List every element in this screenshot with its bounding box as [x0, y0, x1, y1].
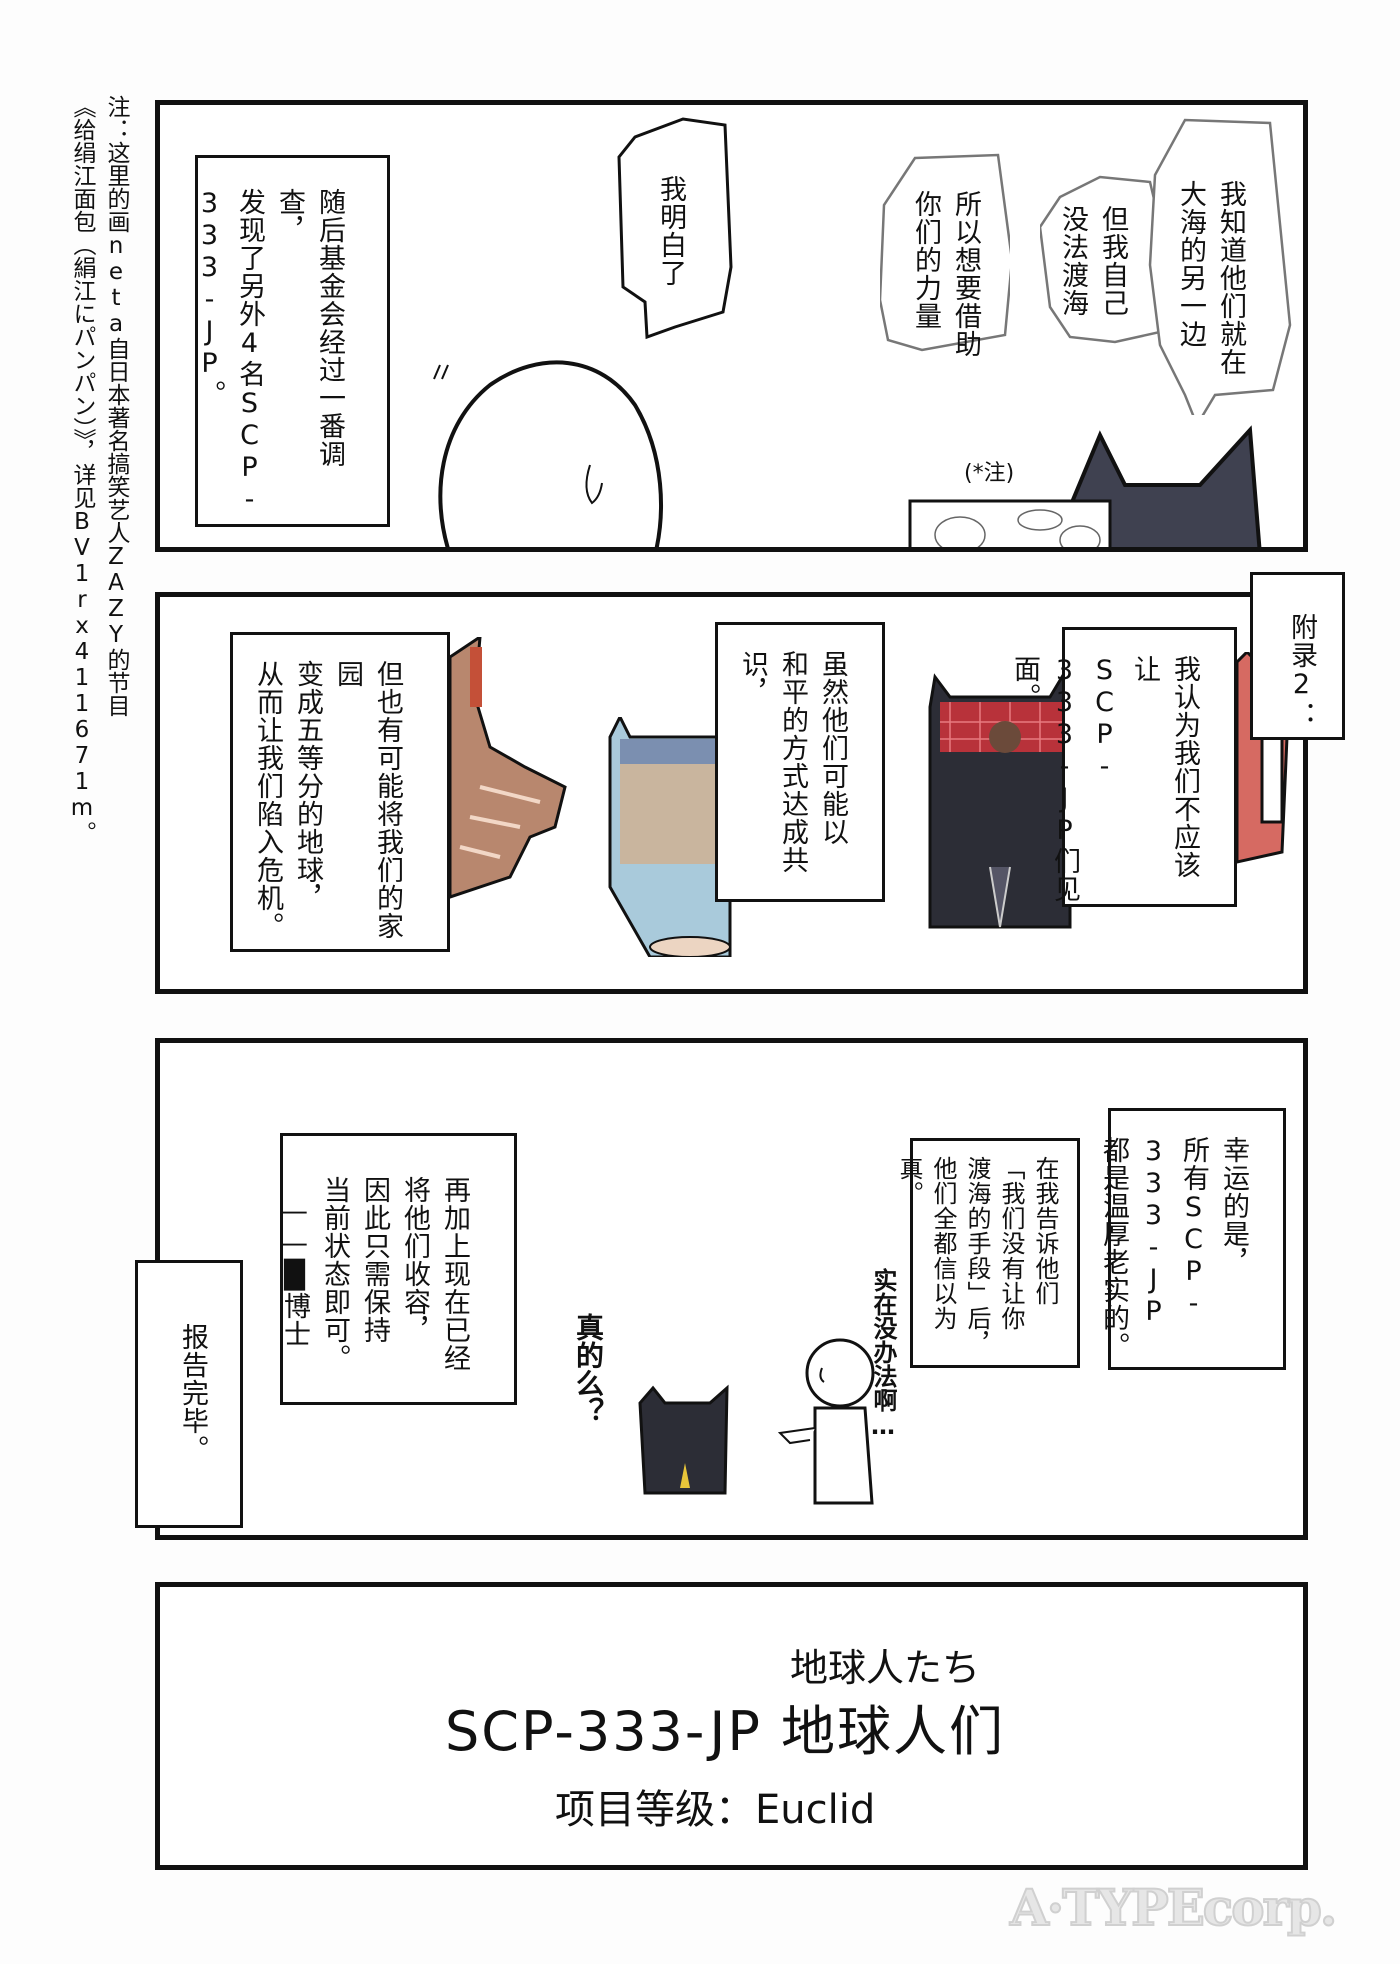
caption-line: 渡海的手段」后，	[963, 1156, 991, 1356]
speech-bubble-borrow	[880, 153, 1010, 352]
panel2-caption-middle: 虽然他们可能以 和平的方式达成共识，	[715, 622, 885, 902]
report-end-box: 报告完毕。	[135, 1260, 243, 1528]
dark-cat-small	[638, 1384, 729, 1495]
report-end-text: 报告完毕。	[177, 1323, 208, 1463]
caption-line: 和平的方式达成共识，	[737, 650, 808, 874]
caption-line: 随后基金会经过一番调查，	[274, 188, 345, 468]
panel3-caption-told: 在我告诉他们 「我们没有让你 渡海的手段」后， 他们全都信以为真。	[895, 1138, 1080, 1368]
redacted-name: █	[279, 1260, 310, 1292]
caption-line: 从而让我们陷入危机。	[252, 660, 283, 940]
side-note-line-2: 《给绢江面包（絹江にパンパン）》，详见BV1rx411671m。	[69, 95, 95, 844]
caption-line: 但也有可能将我们的家园	[332, 660, 403, 940]
appendix-label: 附录2：	[1286, 613, 1317, 729]
japanese-title: 地球人たち	[790, 1646, 981, 1690]
caption-line: SCP-333-JP们见面。	[1009, 655, 1120, 903]
note-marker: (*注)	[964, 461, 1015, 486]
signature-dash: ——	[279, 1196, 310, 1260]
speech-no-way: 实在没办法啊…	[869, 1268, 897, 1440]
caption-line: 因此只需保持	[359, 1176, 390, 1344]
speech-bubble-other-side	[1148, 118, 1292, 415]
caption-line: 变成五等分的地球，	[292, 660, 323, 912]
caption-line: 将他们收容，	[399, 1176, 430, 1344]
caption-line: 我认为我们不应该让	[1129, 655, 1200, 879]
bubble-line: 你们的力量	[910, 190, 941, 330]
bubble-line: 但我自己	[1097, 205, 1128, 317]
caption-line: 所有SCP-333-JP	[1138, 1136, 1209, 1328]
signature-title: 博士	[279, 1292, 310, 1348]
blue-character	[608, 717, 732, 957]
bubble-line: 没法渡海	[1057, 205, 1088, 317]
panel1-caption: 随后基金会经过一番调查， 发现了另外4名SCP-333-JP。	[194, 155, 390, 527]
brown-character	[450, 637, 567, 899]
panel3-caption-lucky: 幸运的是， 所有SCP-333-JP 都是温厚老实的。	[1098, 1108, 1286, 1370]
panel2-caption-right: 我认为我们不应该让 SCP-333-JP们见面。	[1009, 627, 1237, 907]
dark-suit-character	[928, 667, 1072, 929]
panel-3: 再加上现在已经 将他们收容， 因此只需保持 当前状态即可。 ——█博士 真的么？…	[155, 1038, 1308, 1540]
bubble-line: 我知道他们就在	[1215, 180, 1246, 376]
caption-line: 在我告诉他们	[1031, 1156, 1059, 1306]
panel3-caption-contain: 再加上现在已经 将他们收容， 因此只需保持 当前状态即可。 ——█博士	[279, 1133, 517, 1405]
caption-line: 「我们没有让你	[997, 1156, 1025, 1331]
appendix-label-box: 附录2：	[1250, 572, 1345, 740]
speech-bubble-understood	[617, 117, 733, 340]
caption-line: 发现了另外4名SCP-333-JP。	[194, 188, 265, 516]
object-class: 项目等级：Euclid	[555, 1787, 876, 1833]
speech-really: 真的么？	[572, 1313, 605, 1425]
caption-line: 虽然他们可能以	[817, 650, 848, 846]
speech-bubble-cannot-cross	[1040, 175, 1172, 344]
caption-line: 他们全都信以为真。	[895, 1156, 957, 1331]
panel-1: 随后基金会经过一番调查， 发现了另外4名SCP-333-JP。 我明白了 所以想…	[155, 100, 1308, 552]
panel2-caption-left: 但也有可能将我们的家园 变成五等分的地球， 从而让我们陷入危机。	[230, 632, 450, 952]
panel-2: 但也有可能将我们的家园 变成五等分的地球， 从而让我们陷入危机。 虽然他们可能以…	[155, 592, 1308, 994]
bubble-text-understood: 我明白了	[655, 175, 686, 287]
main-title: SCP-333-JP 地球人们	[445, 1700, 1006, 1763]
title-panel: 地球人たち SCP-333-JP 地球人们 项目等级：Euclid	[155, 1582, 1308, 1870]
bubble-line: 大海的另一边	[1175, 180, 1206, 348]
caption-line: 幸运的是，	[1218, 1136, 1249, 1276]
caption-line: 当前状态即可。	[319, 1176, 350, 1372]
watermark-logo: A·TYPEcorp.	[1009, 1877, 1338, 1938]
caption-line: 都是温厚老实的。	[1098, 1136, 1129, 1360]
side-note-line-1: 注：这里的画neta自日本著名搞笑艺人ZAZY的节目	[103, 95, 129, 717]
bubble-line: 所以想要借助	[950, 190, 981, 358]
caption-line: 再加上现在已经	[439, 1176, 470, 1372]
round-head-character	[777, 1338, 875, 1505]
egg-character	[433, 360, 663, 547]
dark-cat-character-with-drawing	[908, 425, 1262, 547]
